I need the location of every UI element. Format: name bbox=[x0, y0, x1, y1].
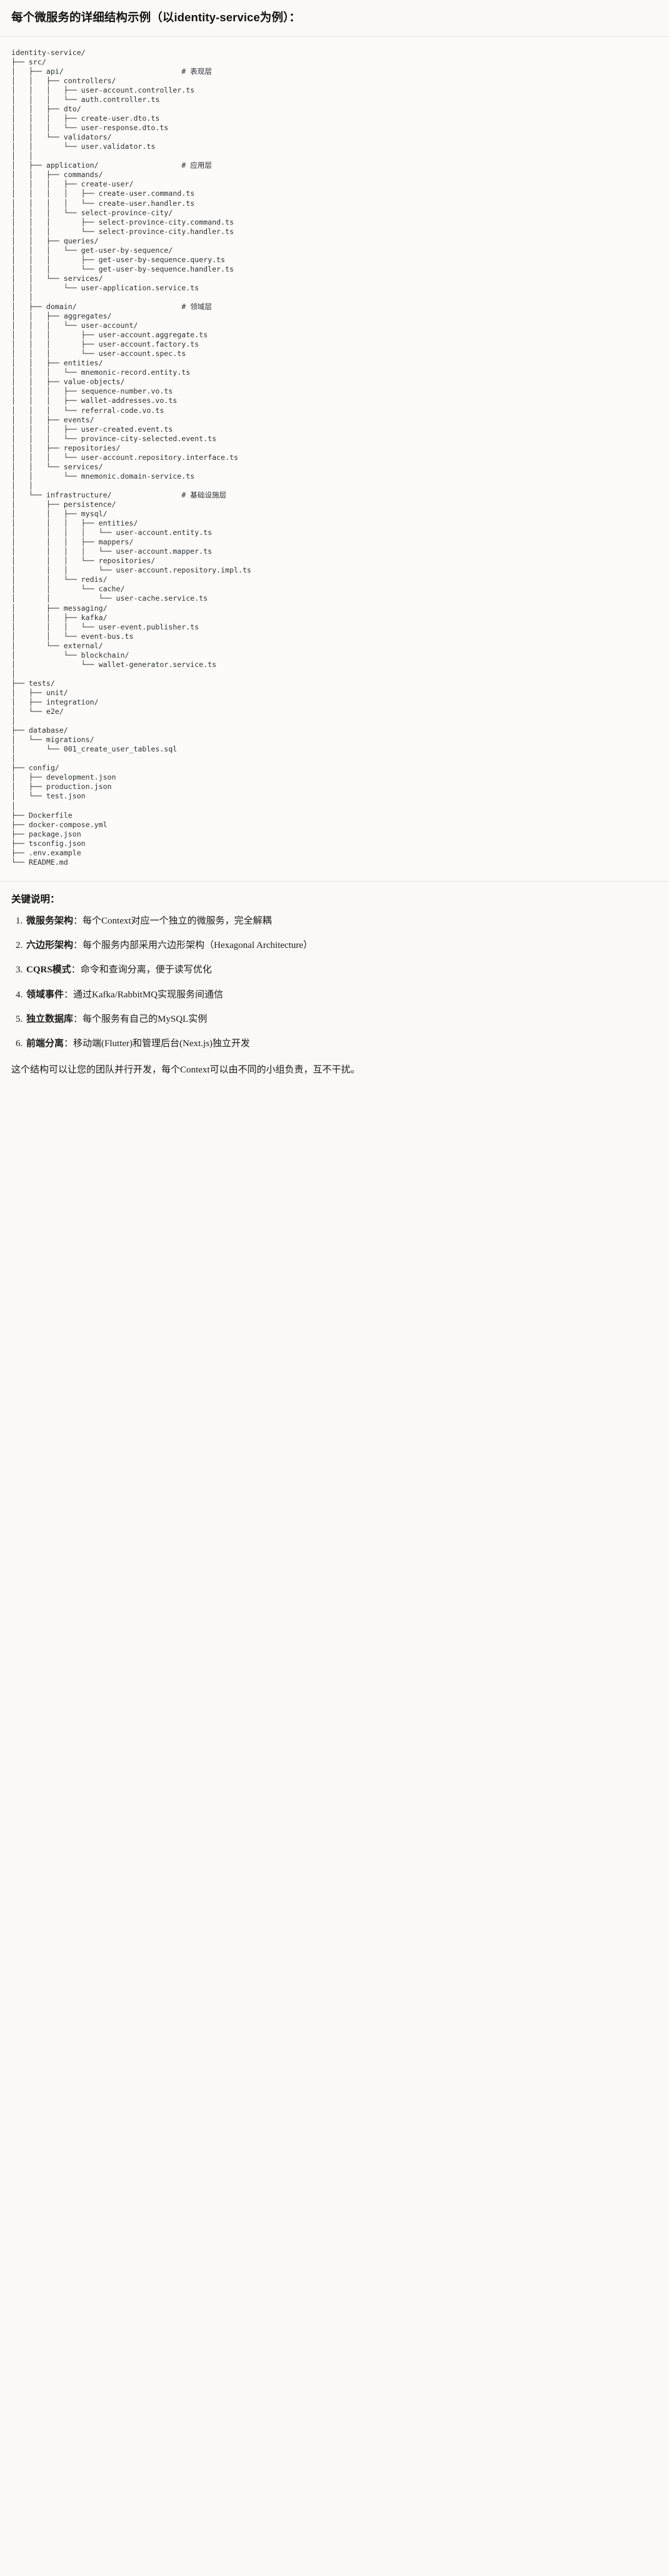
key-notes-list: 微服务架构：每个Context对应一个独立的微服务，完全解耦 六边形架构：每个服… bbox=[11, 914, 658, 1052]
note-separator: ： bbox=[64, 1039, 74, 1049]
note-term: 领域事件 bbox=[26, 989, 64, 1000]
key-notes-title: 关键说明： bbox=[11, 893, 60, 905]
list-item: CQRS模式：命令和查询分离，便于读写优化 bbox=[25, 963, 658, 977]
note-separator: ： bbox=[73, 1014, 83, 1024]
note-description: 每个服务有自己的MySQL实例 bbox=[83, 1014, 208, 1024]
note-description: 每个服务内部采用六边形架构（Hexagonal Architecture） bbox=[83, 940, 313, 951]
note-separator: ： bbox=[73, 915, 83, 926]
list-item: 领域事件：通过Kafka/RabbitMQ实现服务间通信 bbox=[25, 988, 658, 1002]
list-item: 六边形架构：每个服务内部采用六边形架构（Hexagonal Architectu… bbox=[25, 939, 658, 953]
page-title: 每个微服务的详细结构示例（以identity-service为例）： bbox=[11, 11, 301, 24]
note-term: 独立数据库 bbox=[26, 1014, 74, 1024]
title-divider bbox=[0, 36, 669, 37]
document-page: 每个微服务的详细结构示例（以identity-service为例）： ident… bbox=[0, 0, 669, 1091]
note-separator: ： bbox=[64, 989, 74, 1000]
note-separator: ： bbox=[71, 965, 81, 975]
list-item: 独立数据库：每个服务有自己的MySQL实例 bbox=[25, 1012, 658, 1027]
directory-tree-text: identity-service/ ├── src/ │ ├── api/ # … bbox=[11, 48, 251, 867]
list-item: 微服务架构：每个Context对应一个独立的微服务，完全解耦 bbox=[25, 914, 658, 929]
key-notes-section: 关键说明： 微服务架构：每个Context对应一个独立的微服务，完全解耦 六边形… bbox=[0, 882, 669, 1091]
closing-paragraph: 这个结构可以让您的团队并行开发，每个Context可以由不同的小组负责，互不干扰… bbox=[11, 1065, 360, 1076]
list-item: 前端分离：移动端(Flutter)和管理后台(Next.js)独立开发 bbox=[25, 1037, 658, 1051]
note-term: CQRS模式 bbox=[26, 965, 71, 975]
code-block-directory-tree: identity-service/ ├── src/ │ ├── api/ # … bbox=[0, 36, 669, 881]
note-separator: ： bbox=[73, 940, 83, 951]
code-divider bbox=[0, 880, 669, 882]
note-description: 每个Context对应一个独立的微服务，完全解耦 bbox=[83, 915, 272, 926]
note-description: 通过Kafka/RabbitMQ实现服务间通信 bbox=[73, 989, 224, 1000]
note-term: 前端分离 bbox=[26, 1039, 64, 1049]
note-description: 命令和查询分离，便于读写优化 bbox=[80, 965, 212, 975]
note-term: 微服务架构 bbox=[26, 915, 74, 926]
note-description: 移动端(Flutter)和管理后台(Next.js)独立开发 bbox=[73, 1039, 250, 1049]
note-term: 六边形架构 bbox=[26, 940, 74, 951]
